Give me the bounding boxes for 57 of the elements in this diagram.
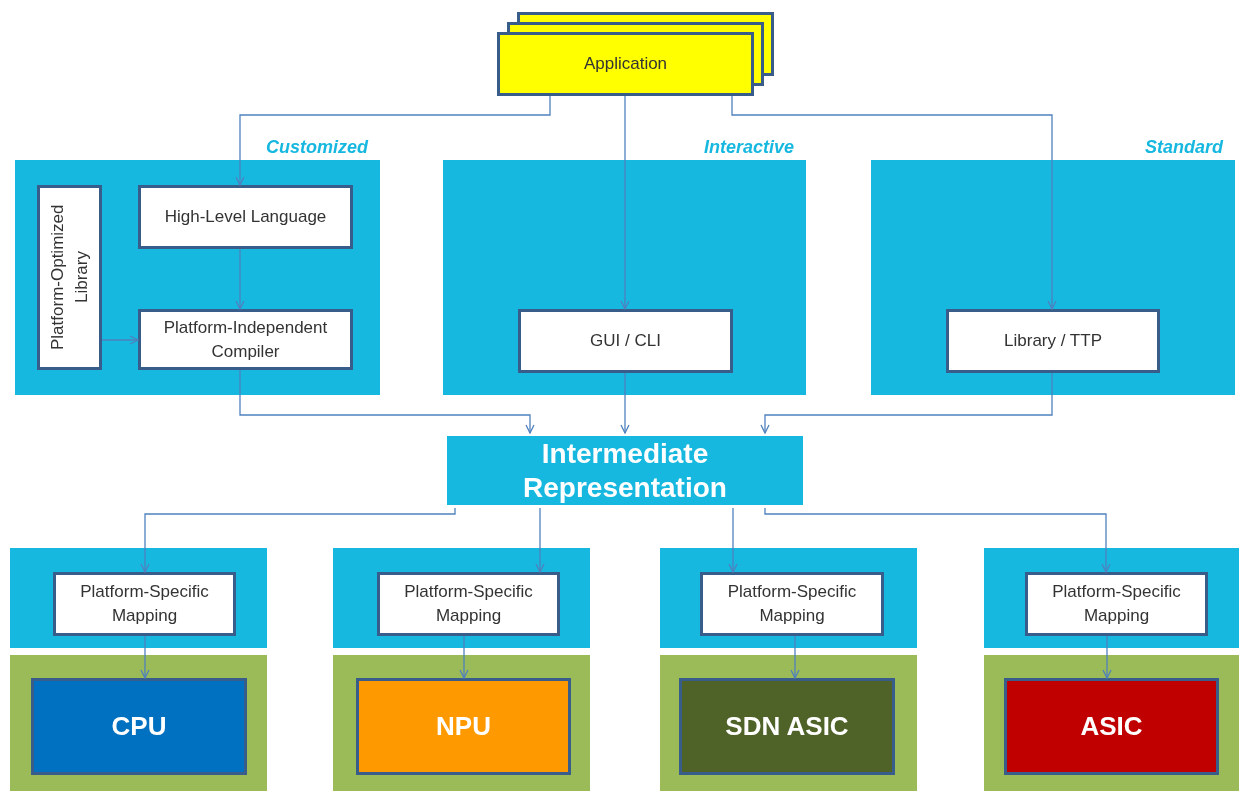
arrow	[235, 248, 245, 310]
process-box	[138, 185, 353, 249]
arrow	[535, 507, 545, 573]
box-label: High-Level Language	[164, 206, 327, 228]
block-label: SDN ASIC	[725, 710, 849, 743]
arrow	[731, 95, 1057, 310]
band-background	[333, 655, 590, 791]
panel-heading: Standard	[1145, 136, 1223, 159]
band-background	[333, 548, 590, 648]
representation-box	[444, 433, 806, 508]
hardware-block	[679, 678, 895, 775]
arrow	[140, 635, 150, 679]
hardware-block	[356, 678, 571, 775]
panel-heading: Interactive	[703, 136, 794, 159]
box-label: Platform-Specific Mapping	[1051, 581, 1182, 627]
arrow	[620, 372, 630, 434]
process-box	[138, 309, 353, 370]
panel-heading: Customized	[266, 136, 368, 159]
application-box	[497, 32, 754, 96]
hardware-block	[1004, 678, 1219, 775]
process-box	[700, 572, 884, 636]
arrow	[239, 369, 535, 434]
band-background	[10, 655, 267, 791]
band-background	[984, 548, 1239, 648]
block-label: CPU	[111, 710, 167, 743]
box-label: Platform-Specific Mapping	[726, 581, 858, 627]
arrow	[235, 95, 551, 186]
box-label: Platform-Specific Mapping	[403, 581, 534, 627]
arrow	[459, 635, 469, 679]
arrow	[1102, 635, 1112, 679]
box-label: Library / TTP	[1004, 330, 1102, 352]
process-box	[53, 572, 236, 636]
library-box	[37, 185, 102, 370]
arrow	[728, 507, 738, 573]
box-label: Platform-Independent Compiler	[162, 316, 329, 363]
band-background	[660, 655, 917, 791]
band-background	[10, 548, 267, 648]
arrow	[764, 507, 1111, 573]
box-label: Intermediate Representation	[522, 436, 728, 505]
block-label: NPU	[436, 710, 491, 743]
arrow	[790, 635, 800, 679]
process-box	[377, 572, 560, 636]
arrow	[620, 95, 630, 310]
band-background	[984, 655, 1239, 791]
band-background	[660, 548, 917, 648]
process-box	[1025, 572, 1208, 636]
box-label: GUI / CLI	[590, 330, 661, 352]
box-label: Application	[583, 53, 668, 76]
hardware-block	[31, 678, 247, 775]
box-label: Platform-Specific Mapping	[79, 581, 210, 627]
arrow	[101, 335, 139, 345]
block-label: ASIC	[1080, 710, 1143, 743]
arrow	[760, 372, 1053, 434]
process-box	[518, 309, 733, 373]
process-box	[946, 309, 1160, 373]
arrow	[140, 507, 456, 573]
box-label: Platform-Optimized Library	[46, 203, 92, 353]
